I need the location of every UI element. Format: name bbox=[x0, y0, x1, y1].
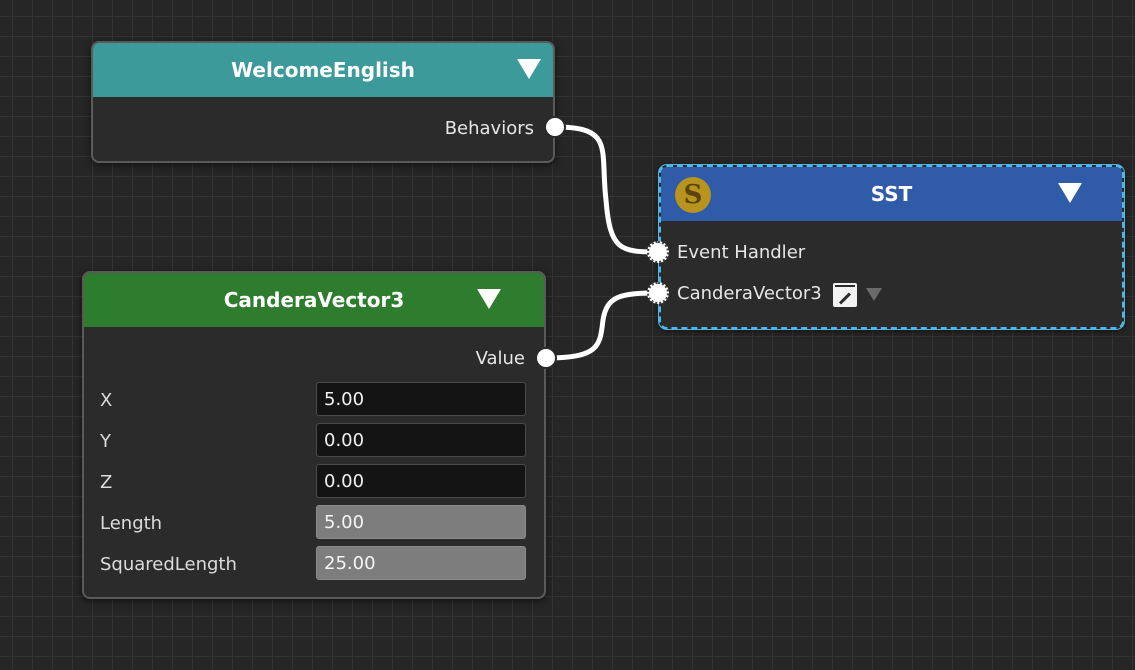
node-header[interactable]: WelcomeEnglish bbox=[93, 43, 553, 97]
input-port-event-handler[interactable] bbox=[647, 241, 669, 263]
node-title: WelcomeEnglish bbox=[231, 58, 415, 82]
node-title: CanderaVector3 bbox=[223, 288, 405, 312]
field-squared-length bbox=[316, 546, 526, 580]
wire-behaviors-to-event-handler[interactable] bbox=[555, 124, 659, 255]
field-label-y: Y bbox=[100, 431, 111, 452]
port-label-event-handler: Event Handler bbox=[677, 242, 806, 263]
field-label-z: Z bbox=[100, 472, 113, 493]
port-label-value: Value bbox=[475, 348, 525, 369]
collapse-triangle-icon[interactable] bbox=[477, 289, 501, 309]
field-x[interactable] bbox=[316, 382, 526, 416]
port-label-canderavector3: CanderaVector3 bbox=[677, 283, 822, 304]
node-header[interactable]: CanderaVector3 bbox=[84, 273, 544, 327]
port-label-behaviors: Behaviors bbox=[444, 118, 534, 139]
node-welcome-english[interactable]: WelcomeEnglish Behaviors bbox=[91, 41, 555, 163]
node-title: SST bbox=[870, 182, 913, 206]
collapse-triangle-icon[interactable] bbox=[1058, 183, 1082, 203]
node-header[interactable]: S SST bbox=[661, 167, 1122, 221]
collapse-triangle-icon[interactable] bbox=[517, 59, 541, 79]
field-length bbox=[316, 505, 526, 539]
wire-value-to-canderavector3[interactable] bbox=[546, 290, 659, 361]
node-sst[interactable]: S SST Event Handler CanderaVector3 bbox=[659, 165, 1124, 329]
field-z[interactable] bbox=[316, 464, 526, 498]
output-port-behaviors[interactable] bbox=[544, 116, 566, 138]
input-port-canderavector3[interactable] bbox=[647, 282, 669, 304]
output-port-value[interactable] bbox=[535, 347, 557, 369]
field-label-length: Length bbox=[100, 513, 163, 534]
node-candera-vector3[interactable]: CanderaVector3 Value X Y Z Length Square… bbox=[82, 271, 546, 599]
field-label-squared-length: SquaredLength bbox=[100, 554, 237, 575]
field-y[interactable] bbox=[316, 423, 526, 457]
dropdown-arrow-icon[interactable] bbox=[866, 288, 882, 301]
sst-logo-icon: S bbox=[675, 177, 711, 213]
edit-icon[interactable] bbox=[833, 283, 857, 307]
field-label-x: X bbox=[100, 390, 113, 411]
